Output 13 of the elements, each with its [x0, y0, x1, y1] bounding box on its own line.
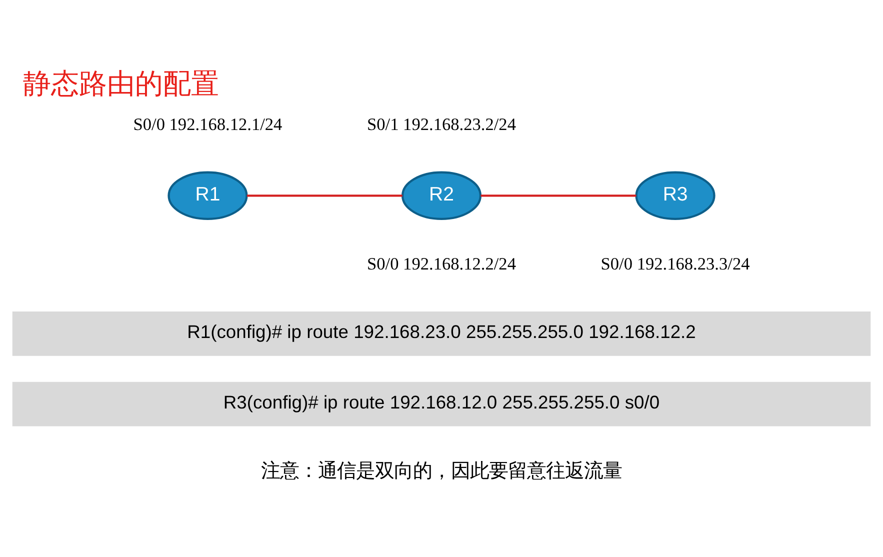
label: 注意：通信是双向的，因此要留意往返流量 [261, 460, 622, 482]
node-box: R3(config)# ip route 192.168.12.0 255.255.255.0 s0/0 [12, 381, 871, 426]
node-ellipse: R1 [168, 170, 248, 220]
node-ellipse: R3 [635, 170, 716, 220]
label: S0/1 192.168.23.2/24 [367, 114, 516, 134]
node-box: R1(config)# ip route 192.168.23.0 255.255.255.0 192.168.12.2 [12, 310, 871, 356]
node-ellipse: R2 [401, 170, 482, 220]
connector [247, 194, 402, 196]
label: S0/0 192.168.12.1/24 [133, 114, 282, 134]
label: S0/0 192.168.23.3/24 [600, 254, 750, 274]
label: S0/0 192.168.12.2/24 [367, 254, 516, 274]
diagram-title: 静态路由的配置 [23, 68, 220, 99]
connector [480, 194, 636, 196]
